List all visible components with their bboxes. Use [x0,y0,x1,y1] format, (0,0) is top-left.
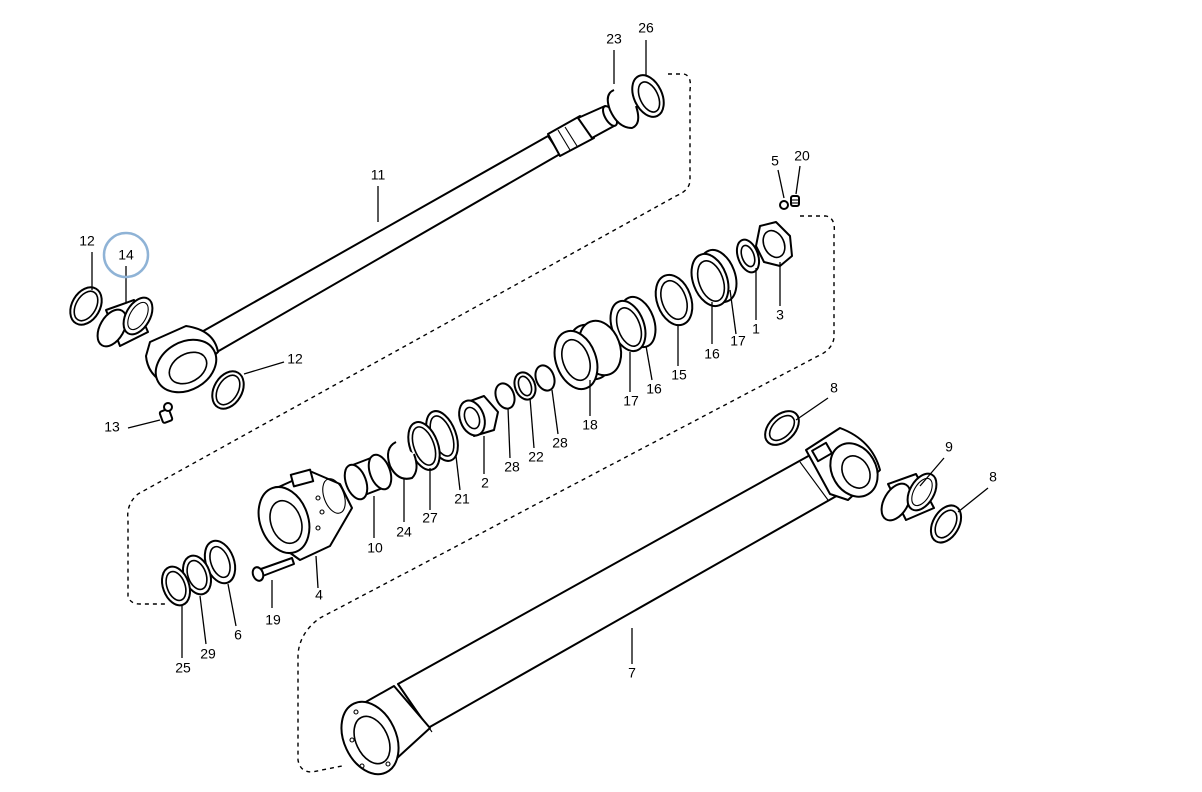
piston-rod [145,105,618,394]
seal-25 [160,565,192,607]
label-17-left: 17 [623,393,639,409]
ring-28-left [494,382,516,410]
label-7: 7 [628,665,636,681]
ring-15 [654,273,694,327]
seal-12-left [69,286,103,326]
label-26: 26 [638,20,654,36]
grease-fitting-13 [158,402,174,424]
label-21: 21 [454,491,470,507]
label-28-right: 28 [552,435,568,451]
seal-12-left-inner [73,290,99,322]
label-19: 19 [265,612,281,628]
seal-8-right [929,504,963,544]
label-27: 27 [422,510,438,526]
label-18: 18 [582,417,598,433]
label-12-left: 12 [79,233,95,249]
ring-28-right [534,364,556,392]
label-6: 6 [234,627,242,643]
seal-12-right [211,370,245,410]
label-16-right: 16 [704,346,720,362]
washer-1 [735,238,761,274]
cylinder-head-4 [257,468,353,561]
rod-group-outline [127,73,692,605]
set-screw-20 [790,195,800,207]
label-15: 15 [671,367,687,383]
highlight-circle [102,231,150,279]
label-8-top: 8 [830,380,838,396]
leader-lines [91,40,989,664]
label-17-right: 17 [730,333,746,349]
label-5: 5 [771,153,779,169]
label-20: 20 [794,148,810,164]
ball-5 [779,200,789,210]
ring-16-left [609,295,657,353]
label-24: 24 [396,524,412,540]
nut-3 [755,221,793,267]
label-28-left: 28 [504,459,520,475]
piston-18 [553,319,623,391]
bushing-9 [880,472,938,522]
part-labels: 23 26 11 12 14 12 13 5 20 1 3 17 16 15 1… [79,20,997,681]
label-9: 9 [945,439,953,455]
bushing-14 [96,296,154,348]
bolt-19 [251,557,295,582]
snap-ring-23 [606,89,640,129]
label-11: 11 [371,167,386,183]
label-1: 1 [752,321,760,337]
label-29: 29 [200,646,216,662]
collar-2 [458,395,499,437]
cylinder-tube [340,427,881,776]
ring-22-inner [517,375,533,397]
label-23: 23 [606,31,622,47]
label-22: 22 [528,449,544,465]
label-13: 13 [104,419,120,435]
tube-group-outline [297,215,836,773]
label-12-right: 12 [287,351,303,367]
snap-ring-24 [387,441,418,480]
seal-8-top [764,410,800,446]
ring-26 [631,74,665,118]
bushing-10 [343,453,393,501]
label-16-left: 16 [646,381,662,397]
seal-6 [203,539,237,585]
label-10: 10 [367,540,383,556]
ring-17-right [690,248,738,308]
label-14[interactable]: 14 [118,247,134,263]
seal-12-right-inner [215,374,241,406]
label-4: 4 [315,587,323,603]
label-2: 2 [481,475,489,491]
label-8-right: 8 [989,469,997,485]
label-25: 25 [175,660,191,676]
label-3: 3 [776,307,784,323]
